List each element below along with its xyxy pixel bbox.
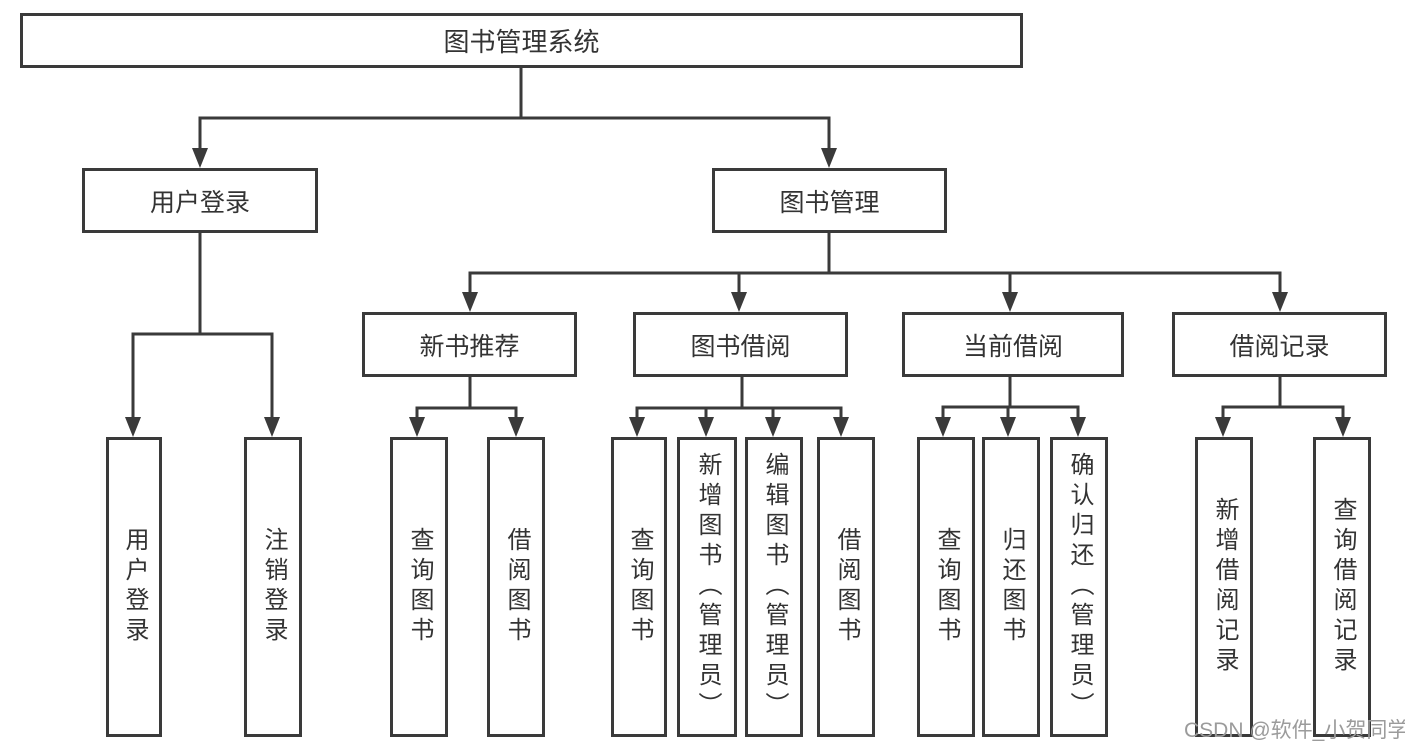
leaf-user-login-label: 用户登录 [121,527,148,647]
leaf-query-books-recommend: 查询图书 [390,437,448,737]
node-borrow-records: 借阅记录 [1172,312,1387,377]
leaf-borrow-books-recommend: 借阅图书 [487,437,545,737]
leaf-return-books: 归还图书 [982,437,1040,737]
leaf-query-borrow-record-label: 查询借阅记录 [1329,497,1356,677]
node-book-borrow: 图书借阅 [633,312,848,377]
leaf-query-books-recommend-label: 查询图书 [406,527,433,647]
leaf-query-borrow-record: 查询借阅记录 [1313,437,1371,737]
leaf-logout-label: 注销登录 [260,527,287,647]
node-current-borrow: 当前借阅 [902,312,1124,377]
leaf-add-borrow-record-label: 新增借阅记录 [1211,497,1238,677]
node-book-management-label: 图书管理 [779,188,880,217]
leaf-add-borrow-record: 新增借阅记录 [1195,437,1253,737]
leaf-query-books-borrow: 查询图书 [611,437,667,737]
leaf-query-books-borrow-label: 查询图书 [626,527,653,647]
node-book-borrow-label: 图书借阅 [690,332,791,361]
leaf-add-books-admin: 新增图书（管理员） [677,437,737,737]
leaf-borrow-books: 借阅图书 [817,437,875,737]
leaf-borrow-books-label: 借阅图书 [833,527,860,647]
node-borrow-records-label: 借阅记录 [1229,332,1330,361]
node-root: 图书管理系统 [20,13,1023,68]
leaf-edit-books-admin: 编辑图书（管理员） [745,437,803,737]
leaf-query-books-current: 查询图书 [917,437,975,737]
node-user-login: 用户登录 [82,168,318,233]
node-new-book-recommend: 新书推荐 [362,312,577,377]
leaf-borrow-books-recommend-label: 借阅图书 [503,527,530,647]
leaf-query-books-current-label: 查询图书 [933,527,960,647]
csdn-watermark: CSDN @软件_小贺同学 [1184,719,1405,742]
leaf-user-login: 用户登录 [106,437,162,737]
leaf-confirm-return-admin: 确认归还（管理员） [1050,437,1108,737]
leaf-confirm-return-admin-label: 确认归还（管理员） [1066,452,1093,722]
node-new-book-recommend-label: 新书推荐 [419,332,520,361]
leaf-logout: 注销登录 [244,437,302,737]
node-user-login-label: 用户登录 [149,188,250,217]
node-root-label: 图书管理系统 [443,27,600,57]
node-book-management: 图书管理 [712,168,947,233]
leaf-add-books-admin-label: 新增图书（管理员） [694,452,721,722]
leaf-edit-books-admin-label: 编辑图书（管理员） [761,452,788,722]
node-current-borrow-label: 当前借阅 [962,332,1063,361]
leaf-return-books-label: 归还图书 [998,527,1025,647]
